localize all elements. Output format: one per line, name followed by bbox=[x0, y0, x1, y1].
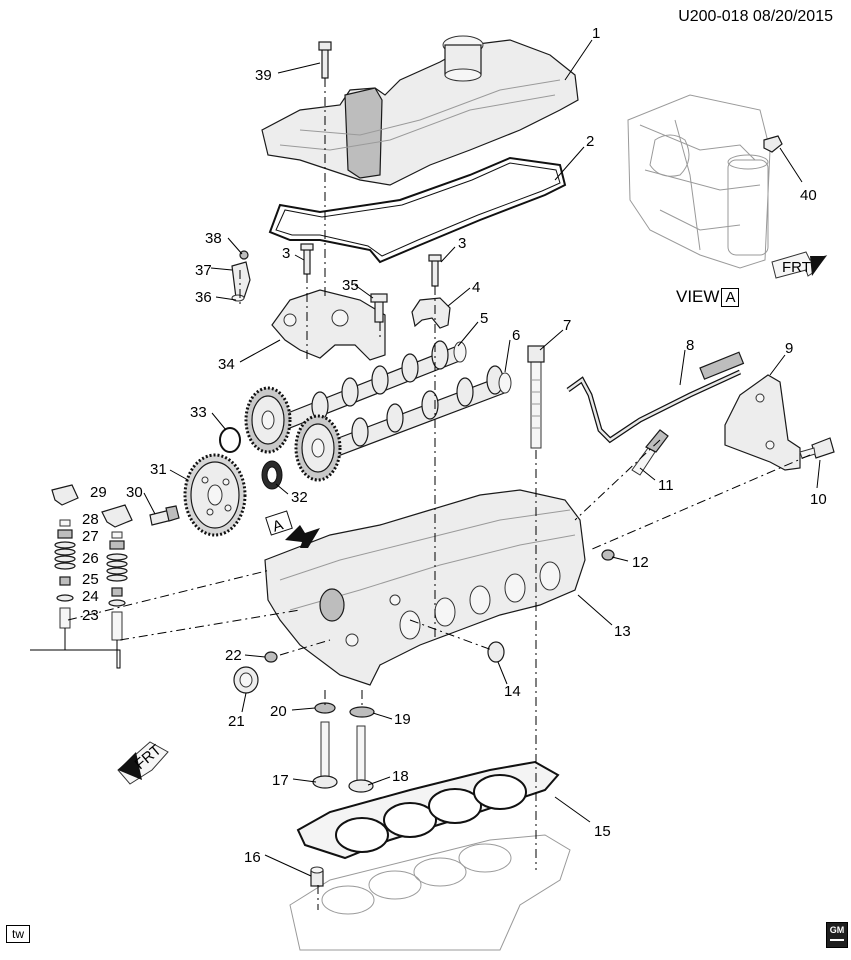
bolt-30 bbox=[149, 505, 180, 526]
valve-18 bbox=[348, 725, 374, 793]
callout-38: 38 bbox=[205, 230, 222, 247]
callout-9: 9 bbox=[785, 340, 793, 357]
callout-40: 40 bbox=[800, 187, 817, 204]
diagram-id: U200-018 08/20/2015 bbox=[678, 8, 833, 25]
camshaft-seal-32 bbox=[261, 460, 283, 490]
inset-view-a: FRT bbox=[627, 94, 828, 279]
callout-24: 24 bbox=[82, 588, 99, 605]
gm-logo: GM bbox=[826, 922, 848, 948]
valve-cover-gasket bbox=[268, 156, 567, 264]
seal-21 bbox=[233, 666, 259, 694]
gm-logo-text: GM bbox=[829, 925, 845, 935]
callout-15: 15 bbox=[594, 823, 611, 840]
view-label-text: VIEW bbox=[676, 287, 720, 306]
camshaft-sprocket bbox=[183, 453, 247, 537]
view-label-letter: A bbox=[721, 288, 740, 307]
bracket-9 bbox=[724, 374, 801, 471]
valve-train-left bbox=[51, 484, 79, 629]
valve-seal-19 bbox=[349, 706, 375, 718]
callout-31: 31 bbox=[150, 461, 167, 478]
engine-block bbox=[289, 834, 571, 951]
callout-26: 26 bbox=[82, 550, 99, 567]
fuel-rail bbox=[566, 351, 745, 444]
valve-train-right bbox=[101, 504, 133, 641]
bolt-35 bbox=[370, 293, 388, 323]
bolt-7 bbox=[527, 345, 545, 449]
callout-3b: 3 bbox=[458, 235, 466, 252]
callout-4: 4 bbox=[472, 279, 480, 296]
alignment-lines bbox=[67, 78, 811, 910]
callout-20: 20 bbox=[270, 703, 287, 720]
callout-2: 2 bbox=[586, 133, 594, 150]
callout-28: 28 bbox=[82, 511, 99, 528]
inset-frt-label: FRT bbox=[782, 259, 811, 276]
bolt-10 bbox=[799, 437, 835, 459]
camshaft-position-sensor bbox=[231, 250, 251, 302]
plug-14 bbox=[487, 641, 505, 663]
callout-8: 8 bbox=[686, 337, 694, 354]
callout-39: 39 bbox=[255, 67, 272, 84]
callout-10: 10 bbox=[810, 491, 827, 508]
leader-lines bbox=[143, 39, 821, 877]
callout-27: 27 bbox=[82, 528, 99, 545]
frt-arrow: FRT bbox=[117, 741, 169, 785]
callout-17: 17 bbox=[272, 772, 289, 789]
camshaft-cap-front bbox=[271, 289, 386, 361]
bolt-39 bbox=[318, 41, 332, 79]
callout-22: 22 bbox=[225, 647, 242, 664]
head-gasket bbox=[296, 760, 560, 860]
view-a-marker: A bbox=[270, 516, 285, 535]
callout-3a: 3 bbox=[282, 245, 290, 262]
camshaft-bearing-cap bbox=[411, 297, 451, 329]
callout-32: 32 bbox=[291, 489, 308, 506]
callout-11: 11 bbox=[658, 477, 674, 494]
callout-19: 19 bbox=[394, 711, 411, 728]
callout-5: 5 bbox=[480, 310, 488, 327]
callout-35: 35 bbox=[342, 277, 359, 294]
callout-25: 25 bbox=[82, 571, 99, 588]
o-ring-33 bbox=[219, 427, 241, 453]
callout-30: 30 bbox=[126, 484, 143, 501]
valve-cover bbox=[261, 35, 579, 186]
callout-36: 36 bbox=[195, 289, 212, 306]
inset-frt-arrow: FRT bbox=[771, 251, 828, 279]
callout-12: 12 bbox=[632, 554, 649, 571]
cylinder-head bbox=[264, 489, 586, 686]
intake-camshaft bbox=[269, 340, 467, 436]
callout-23: 23 bbox=[82, 607, 99, 624]
callout-21: 21 bbox=[228, 713, 245, 730]
callout-33: 33 bbox=[190, 404, 207, 421]
inset-sensor bbox=[763, 135, 783, 153]
glow-plug bbox=[631, 429, 669, 476]
callout-37: 37 bbox=[195, 262, 212, 279]
callout-1: 1 bbox=[592, 25, 600, 42]
callout-labels: 1 2 3 3 4 5 6 7 8 9 10 11 12 13 14 15 16… bbox=[82, 25, 827, 866]
camshaft-gear-intake bbox=[244, 386, 292, 454]
dowel-16 bbox=[310, 866, 324, 887]
callout-6: 6 bbox=[512, 327, 520, 344]
camshaft-gear-exhaust bbox=[294, 414, 342, 482]
nut-12 bbox=[601, 549, 615, 561]
callout-14: 14 bbox=[504, 683, 521, 700]
callout-29: 29 bbox=[90, 484, 107, 501]
valve-17 bbox=[312, 721, 338, 789]
bolt-3-right bbox=[428, 254, 442, 287]
callout-34: 34 bbox=[218, 356, 235, 373]
callout-7: 7 bbox=[563, 317, 571, 334]
tw-badge: tw bbox=[6, 925, 30, 943]
view-a-arrow: A bbox=[265, 510, 320, 548]
callout-16: 16 bbox=[244, 849, 261, 866]
callout-18: 18 bbox=[392, 768, 409, 785]
callout-13: 13 bbox=[614, 623, 631, 640]
plug-22 bbox=[264, 651, 278, 663]
